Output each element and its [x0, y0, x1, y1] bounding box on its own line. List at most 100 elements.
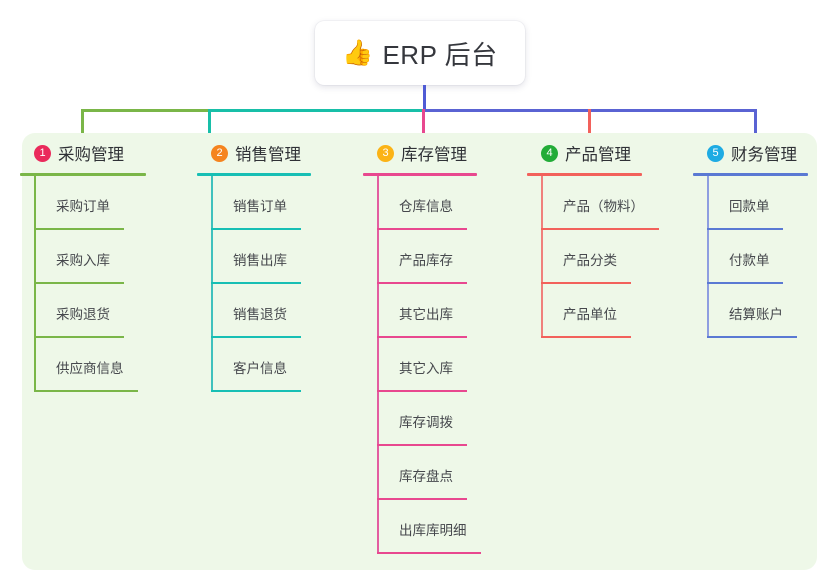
thumbs-up-emoji: 👍	[342, 38, 374, 67]
tree-item-label: 其它入库	[399, 361, 453, 376]
tree-item[interactable]: 结算账户	[693, 284, 808, 338]
tree-item-rule	[211, 228, 301, 230]
tree-item-rule	[377, 228, 467, 230]
tree-item-rule	[34, 282, 124, 284]
tree-item-rule	[707, 336, 797, 338]
tree-item[interactable]: 产品（物料）	[527, 176, 659, 230]
tree-item-label: 采购退货	[56, 307, 110, 322]
tree-line-5	[707, 176, 709, 338]
tree-item[interactable]: 产品分类	[527, 230, 642, 284]
tree-item-label: 供应商信息	[56, 361, 124, 376]
connector-stem	[423, 85, 426, 111]
tree-line-2	[211, 176, 213, 392]
column-header-rule-4	[527, 173, 642, 176]
tree-item-rule	[707, 282, 783, 284]
tree-item-rule	[377, 552, 481, 554]
column-badge-icon-2: 2	[211, 144, 228, 162]
tree-item[interactable]: 采购订单	[20, 176, 146, 230]
tree-item[interactable]: 采购入库	[20, 230, 146, 284]
tree-item[interactable]: 库存盘点	[363, 446, 477, 500]
tree-item-label: 回款单	[729, 199, 770, 214]
tree-item[interactable]: 出库库明细	[363, 500, 481, 554]
tree-item-label: 客户信息	[233, 361, 287, 376]
tree-item[interactable]: 销售出库	[197, 230, 311, 284]
tree-item[interactable]: 销售退货	[197, 284, 311, 338]
tree-item[interactable]: 产品库存	[363, 230, 477, 284]
column-items-5: 回款单付款单结算账户	[693, 176, 808, 338]
column-header-rule-3	[363, 173, 477, 176]
tree-item[interactable]: 库存调拨	[363, 392, 477, 446]
tree-item-rule	[541, 336, 631, 338]
tree-item[interactable]: 采购退货	[20, 284, 146, 338]
column-badge-icon-5: 5	[707, 144, 724, 162]
tree-item[interactable]: 销售订单	[197, 176, 311, 230]
tree-item-label: 产品分类	[563, 253, 617, 268]
tree-item-rule	[211, 282, 301, 284]
root-node-card[interactable]: 👍 ERP 后台	[315, 21, 525, 85]
tree-item-rule	[707, 228, 783, 230]
column-3: 3 库存管理仓库信息产品库存其它出库其它入库库存调拨库存盘点出库库明细	[363, 133, 481, 554]
column-title-2: 销售管理	[235, 146, 301, 164]
tree-item-label: 产品（物料）	[563, 199, 644, 214]
column-header-rule-5	[693, 173, 808, 176]
connector-drop-2	[208, 109, 211, 144]
tree-item-label: 结算账户	[729, 307, 783, 322]
connector-drop-3	[422, 109, 425, 144]
tree-item[interactable]: 供应商信息	[20, 338, 146, 392]
tree-item[interactable]: 回款单	[693, 176, 808, 230]
connector-drop-4	[588, 109, 591, 144]
tree-item-label: 采购入库	[56, 253, 110, 268]
column-badge-icon-3: 3	[377, 144, 394, 162]
tree-item-rule	[377, 336, 467, 338]
diagram-panel	[22, 133, 817, 570]
column-items-3: 仓库信息产品库存其它出库其它入库库存调拨库存盘点出库库明细	[363, 176, 481, 554]
tree-item[interactable]: 仓库信息	[363, 176, 477, 230]
column-items-2: 销售订单销售出库销售退货客户信息	[197, 176, 311, 392]
column-2: 2 销售管理销售订单销售出库销售退货客户信息	[197, 133, 311, 392]
tree-item[interactable]: 付款单	[693, 230, 808, 284]
connector-bus-mid	[208, 109, 424, 112]
tree-item-rule	[34, 336, 124, 338]
connector-bus-left	[81, 109, 210, 112]
column-header-3[interactable]: 3 库存管理	[363, 133, 477, 173]
root-node-title: ERP 后台	[382, 39, 498, 70]
tree-item-rule	[377, 390, 467, 392]
column-header-rule-1	[20, 173, 146, 176]
connector-drop-1	[81, 109, 84, 144]
tree-item-rule	[211, 390, 301, 392]
tree-item[interactable]: 其它出库	[363, 284, 477, 338]
column-title-4: 产品管理	[565, 146, 631, 164]
tree-item[interactable]: 客户信息	[197, 338, 311, 392]
tree-item-label: 仓库信息	[399, 199, 453, 214]
tree-item[interactable]: 其它入库	[363, 338, 477, 392]
column-badge-icon-1: 1	[34, 144, 51, 162]
column-header-2[interactable]: 2 销售管理	[197, 133, 311, 173]
tree-item-rule	[541, 228, 659, 230]
column-items-4: 产品（物料） 产品分类产品单位	[527, 176, 659, 338]
tree-item-rule	[34, 228, 124, 230]
tree-item-label: 库存调拨	[399, 415, 453, 430]
tree-item-label: 采购订单	[56, 199, 110, 214]
column-header-rule-2	[197, 173, 311, 176]
tree-item-label: 其它出库	[399, 307, 453, 322]
tree-item[interactable]: 产品单位	[527, 284, 642, 338]
column-items-1: 采购订单采购入库采购退货供应商信息	[20, 176, 146, 392]
tree-item-rule	[377, 282, 467, 284]
tree-item-label: 产品库存	[399, 253, 453, 268]
column-title-3: 库存管理	[401, 146, 467, 164]
tree-line-1	[34, 176, 36, 392]
tree-item-label: 销售订单	[233, 199, 287, 214]
tree-item-rule	[541, 282, 631, 284]
connector-drop-5	[754, 109, 757, 144]
tree-item-rule	[211, 336, 301, 338]
tree-item-label: 出库库明细	[399, 523, 467, 538]
tree-line-3	[377, 176, 379, 554]
tree-item-label: 付款单	[729, 253, 770, 268]
